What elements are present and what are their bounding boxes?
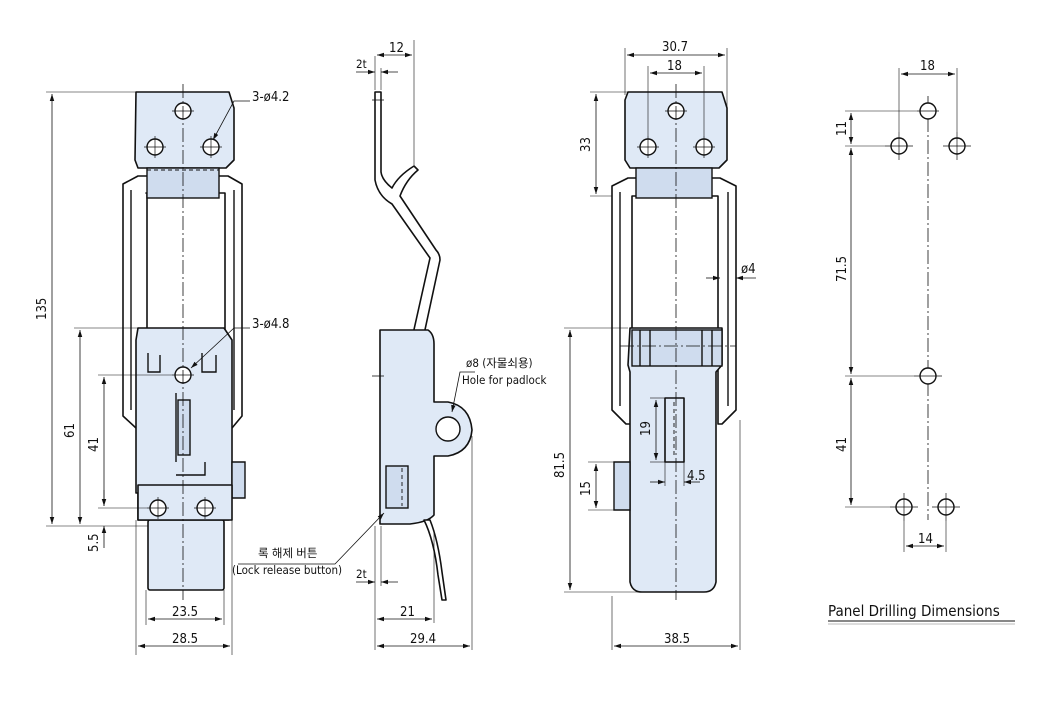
front-dim-hole-top: 3-ø4.2 <box>252 90 289 105</box>
side-label-release-en: (Lock release button) <box>232 563 342 577</box>
back-dim-dia-4: ø4 <box>741 262 756 277</box>
front-dim-41: 41 <box>87 437 102 452</box>
back-dim-38-5: 38.5 <box>664 632 690 647</box>
panel-dim-11: 11 <box>835 121 850 136</box>
side-dim-21: 21 <box>400 605 415 620</box>
side-padlock-hole <box>435 416 461 442</box>
panel-dim-14: 14 <box>918 532 933 547</box>
side-dim-12: 12 <box>389 41 404 56</box>
panel-drilling-view: 18 11 71.5 41 14 Panel Drilling Dimensio… <box>828 59 1015 625</box>
back-dim-19: 19 <box>639 421 654 436</box>
panel-dim-18: 18 <box>920 59 935 74</box>
front-hasp <box>147 519 225 591</box>
side-lever <box>423 519 447 601</box>
back-dim-15: 15 <box>579 481 594 496</box>
side-view: 12 2t 2t 21 29.4 ø8 (자물쇠용) Hole for padl… <box>232 40 547 650</box>
front-lock-button <box>231 461 246 499</box>
side-label-padlock-ko: ø8 (자물쇠용) <box>466 356 533 370</box>
back-slot <box>664 397 685 463</box>
side-hook <box>374 91 441 421</box>
side-release-button <box>385 465 409 509</box>
front-bail-inner <box>130 190 235 410</box>
front-dim-23-5: 23.5 <box>172 605 198 620</box>
side-dim-2t-top: 2t <box>356 57 367 71</box>
side-label-padlock-en: Hole for padlock <box>462 373 547 387</box>
back-bail <box>611 177 737 425</box>
front-dim-28-5: 28.5 <box>172 632 198 647</box>
front-slot <box>177 399 191 456</box>
back-view: 30.7 18 33 ø4 19 4.5 81.5 15 38.5 <box>553 40 756 650</box>
side-dim-2t-bottom: 2t <box>356 567 367 581</box>
back-dim-30-7: 30.7 <box>662 40 688 55</box>
front-dim-hole-mid: 3-ø4.8 <box>252 317 289 332</box>
back-dim-18: 18 <box>667 59 682 74</box>
front-dim-5-5: 5.5 <box>87 533 102 552</box>
front-dim-61: 61 <box>63 423 78 438</box>
back-dim-33: 33 <box>579 137 594 152</box>
panel-dim-71-5: 71.5 <box>835 256 850 282</box>
panel-dim-41: 41 <box>835 437 850 452</box>
front-dim-135: 135 <box>35 298 50 320</box>
back-button <box>613 461 631 511</box>
back-dim-4-5: 4.5 <box>687 469 706 484</box>
back-hinge <box>631 329 723 367</box>
side-label-release-ko: 록 해제 버튼 <box>258 546 317 560</box>
side-dim-29-4: 29.4 <box>410 632 436 647</box>
panel-title: Panel Drilling Dimensions <box>828 602 1000 620</box>
back-dim-81-5: 81.5 <box>553 452 568 478</box>
front-view: 3-ø4.2 3-ø4.8 135 61 41 5.5 23.5 28.5 <box>35 84 289 655</box>
